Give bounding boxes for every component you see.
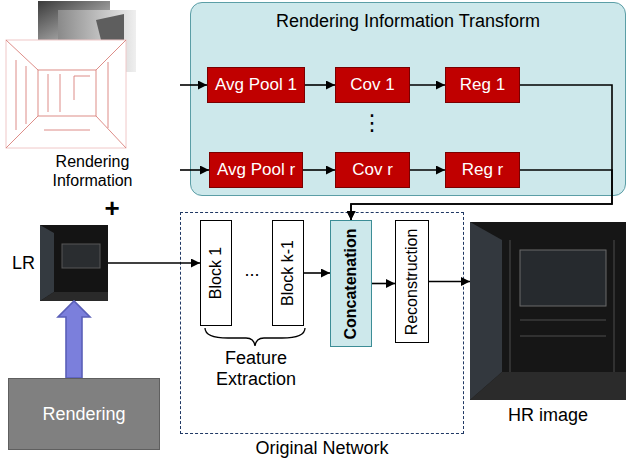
hr-ground [470,222,626,400]
hr-window [520,250,606,306]
hr-floor [470,372,626,400]
node-text: Concatenation [342,228,360,339]
node-text: Cov 1 [350,75,394,95]
connector-arrow [304,272,330,274]
red-node: Reg 1 [445,67,520,103]
connector-arrow [180,169,209,171]
connector-arrow [303,169,335,171]
hr-panel-lines [510,240,614,372]
diagram-label: + [97,194,127,224]
red-node: Reg r [445,152,520,188]
node-text: Rendering [42,404,125,425]
lr-image [40,225,108,301]
plain-node: Rendering Information [5,0,180,192]
plain-node: LR [40,225,108,301]
lr-ground [40,225,108,301]
diagram-label: ⋮ [357,110,387,135]
block-arrow [58,301,90,378]
red-node: Avg Pool 1 [207,67,305,103]
lr-floor [40,292,108,301]
node-text: Original Network [255,438,388,459]
diagram-label: Feature Extraction [204,348,308,389]
lr-wall [40,225,54,301]
edge-map [6,40,126,148]
concat-node: Concatenation [330,220,372,347]
node-text: Rendering Information Transform [191,11,625,32]
node-text: Block 1 [207,247,225,299]
plain-node: HR image [470,222,626,400]
feature-bracket [205,328,305,346]
node-text: Rendering Information [43,153,143,190]
node-text: Block k-1 [279,240,297,306]
rendering-info-images [6,1,136,148]
connector-arrow [429,281,470,283]
node-text: Reg 1 [460,75,505,95]
connector-arrow [305,84,335,86]
panel-node: Rendering Information TransformAvg Pool … [190,2,626,196]
diagram-label: ... [234,260,270,281]
white-node: Block 1 [200,220,232,326]
red-node: Cov r [335,152,410,188]
node-text: Cov r [352,160,393,180]
connector-arrow [180,84,207,86]
hr-wall [470,222,502,400]
lr-window [62,244,100,268]
connector-arrow [108,262,200,264]
connector-arrow [410,84,445,86]
connector-arrow [372,283,395,285]
connector-arrow [410,169,445,171]
node-text: LR [12,253,35,274]
edge-lines [6,40,126,148]
dashed-node: Original NetworkBlock 1Block k-1Concaten… [180,212,464,434]
node-text: HR image [508,405,588,426]
node-text: Avg Pool 1 [215,75,297,95]
hr-image [470,222,626,400]
node-text: Reconstruction [403,228,421,335]
white-node: Block k-1 [272,220,304,326]
red-node: Avg Pool r [209,152,303,188]
red-node: Cov 1 [335,67,410,103]
node-text: Avg Pool r [217,160,295,180]
node-text: Reg r [462,160,504,180]
white-node: Reconstruction [395,220,429,343]
grey-node: Rendering [8,378,160,450]
